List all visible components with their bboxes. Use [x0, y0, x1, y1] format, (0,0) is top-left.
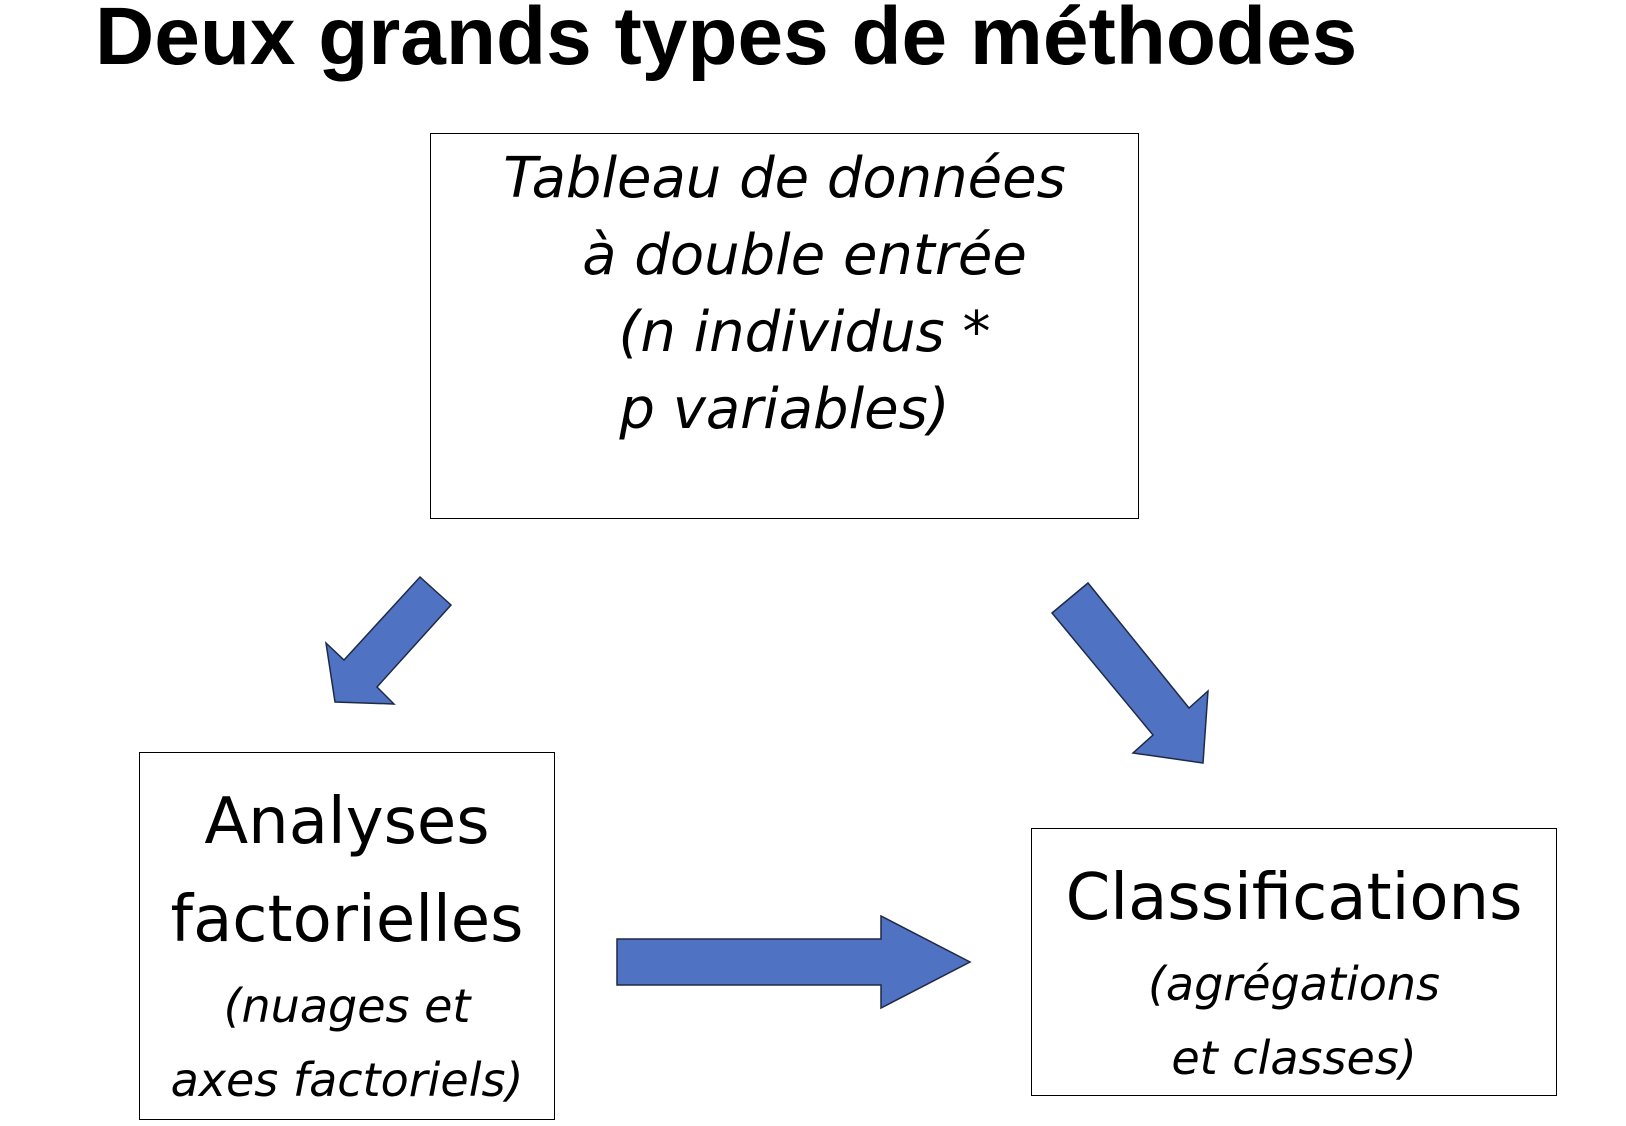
factorial-analysis-box: Analyses factorielles (nuages et axes fa…: [139, 752, 555, 1120]
classification-subtitle-line-2: et classes): [1171, 1031, 1417, 1085]
arrow-right-icon: [616, 914, 972, 1010]
page-title: Deux grands types de méthodes: [95, 0, 1358, 82]
classification-box: Classifications (agrégations et classes): [1031, 828, 1557, 1096]
data-table-line-3: (n individus *: [618, 300, 991, 365]
arrow-down-right-icon: [1050, 581, 1209, 764]
factorial-subtitle-line-2: axes factoriels): [170, 1053, 524, 1107]
factorial-title-line-2: factorielles: [170, 883, 524, 957]
arrow-down-left-icon: [324, 575, 453, 705]
data-table-line-2: à double entrée: [582, 223, 1027, 288]
classification-subtitle-line-1: (agrégations: [1147, 957, 1440, 1011]
data-table-line-4: p variables): [619, 377, 950, 442]
classification-title: Classifications: [1065, 861, 1523, 935]
data-table-line-1: Tableau de données: [503, 146, 1066, 211]
data-table-box: Tableau de données à double entrée (n in…: [430, 133, 1139, 519]
factorial-title-line-1: Analyses: [204, 785, 490, 859]
factorial-subtitle-line-1: (nuages et: [223, 979, 471, 1033]
